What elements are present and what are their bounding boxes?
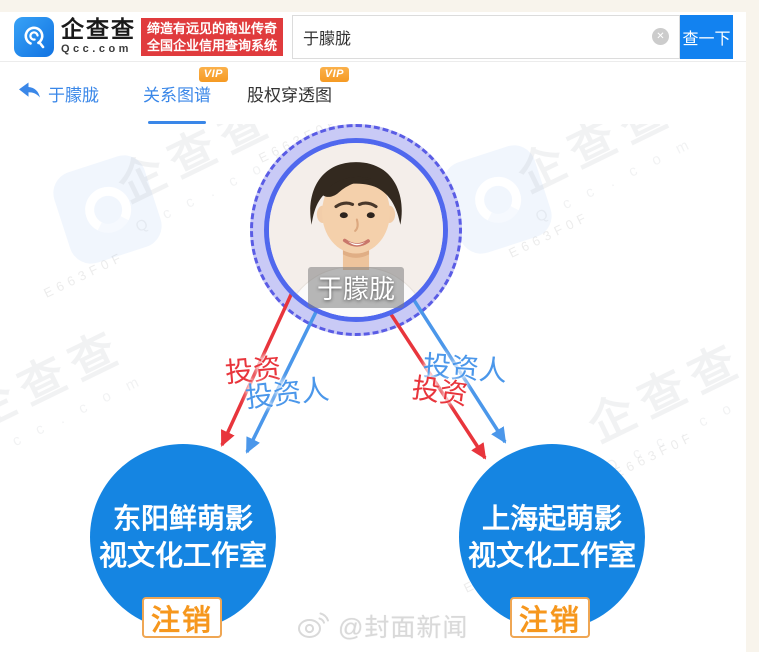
brand-domain: Qcc.com xyxy=(61,43,132,55)
session-watermark-code: E663F0F xyxy=(41,248,128,301)
source-credit: @封面新闻 xyxy=(296,608,468,644)
session-watermark-code: E663F0F xyxy=(506,208,593,261)
search-button[interactable]: 查一下 xyxy=(680,14,733,59)
qcc-watermark-icon xyxy=(47,149,168,270)
vip-badge: VIP xyxy=(319,67,349,82)
content-panel: 企查查 Qcc.com 缔造有远见的商业传奇 全国企业信用查询系统 ✕ 查一下 xyxy=(0,12,746,652)
edge-label-invest-right: 投资 xyxy=(409,372,470,411)
status-badge-cancelled: 注销 xyxy=(142,597,222,638)
company-name-line: 东阳鲜萌影 xyxy=(112,503,253,534)
company-name-line: 视文化工作室 xyxy=(467,540,636,571)
tab-equity-penetration[interactable]: 股权穿透图 VIP xyxy=(247,62,349,124)
qcc-logo-icon xyxy=(14,16,54,57)
nav-bar: 于朦胧 关系图谱 VIP 股权穿透图 VIP xyxy=(0,62,746,124)
edge-label-investor-left: 投资人 xyxy=(243,373,331,414)
clear-icon[interactable]: ✕ xyxy=(652,28,669,45)
brand-name: 企查查 xyxy=(61,16,136,42)
qcc-logo[interactable]: 企查查 Qcc.com xyxy=(14,16,136,57)
weibo-icon xyxy=(296,609,332,644)
person-name-label: 于朦胧 xyxy=(307,267,405,308)
vip-badge: VIP xyxy=(198,67,228,82)
back-entity-label: 于朦胧 xyxy=(48,85,99,105)
back-arrow-icon xyxy=(18,81,41,106)
search-input[interactable] xyxy=(293,27,652,46)
credit-text: @封面新闻 xyxy=(338,614,469,642)
company-node-dongyang[interactable]: 东阳鲜萌影 视文化工作室 xyxy=(90,444,276,630)
session-watermark-code: E663F0F xyxy=(611,428,698,481)
tab-label: 关系图谱 xyxy=(143,85,211,105)
slogan-banner: 缔造有远见的商业传奇 全国企业信用查询系统 xyxy=(141,17,284,56)
slogan-line1: 缔造有远见的商业传奇 xyxy=(147,20,278,36)
header: 企查查 Qcc.com 缔造有远见的商业传奇 全国企业信用查询系统 ✕ 查一下 xyxy=(0,12,746,62)
search-box: ✕ xyxy=(292,14,680,59)
tab-label: 股权穿透图 xyxy=(247,85,332,105)
status-badge-cancelled: 注销 xyxy=(510,597,590,638)
tab-relationship-graph[interactable]: 关系图谱 VIP xyxy=(143,62,228,124)
qcc-watermark: 企查查 Q c c . c o m xyxy=(0,318,148,463)
qcc-logo-text: 企查查 Qcc.com xyxy=(61,18,136,55)
company-name-line: 视文化工作室 xyxy=(98,540,267,571)
slogan-line2: 全国企业信用查询系统 xyxy=(147,37,278,53)
search-bar: ✕ 查一下 xyxy=(292,14,733,59)
back-button[interactable]: 于朦胧 xyxy=(18,81,99,106)
company-name-line: 上海起萌影 xyxy=(481,503,622,534)
